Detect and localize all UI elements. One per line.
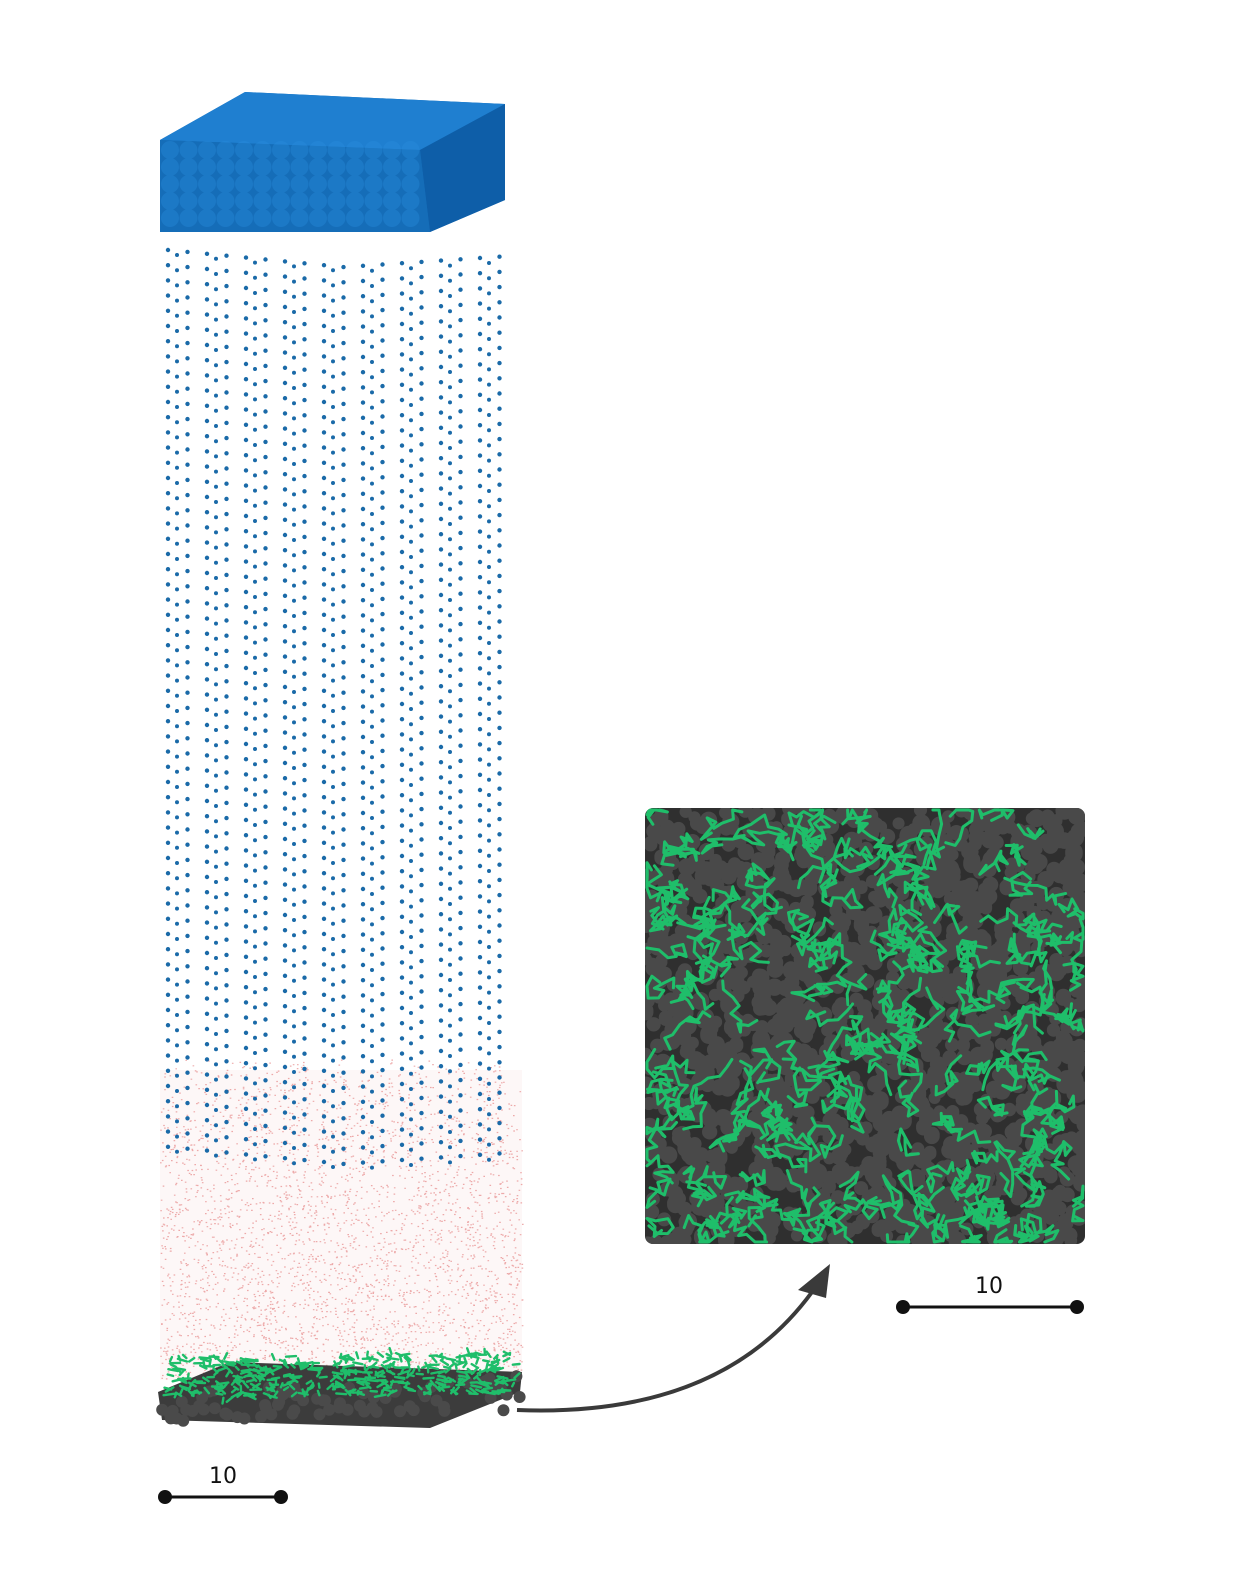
scale-bar-label: 10 [209, 1464, 237, 1489]
scale-bar-column: 10 [158, 1464, 288, 1504]
upper-crystal-slab [160, 92, 505, 232]
zoom-arrow-icon [516, 1264, 830, 1413]
scale-bar-inset: 10 [896, 1274, 1084, 1314]
lattice-atom-columns [165, 247, 502, 1170]
substrate-with-polymer [156, 1346, 526, 1428]
water-region [160, 1059, 524, 1381]
scale-bar-label: 10 [975, 1274, 1003, 1299]
top-view-substrate [645, 808, 1085, 1244]
